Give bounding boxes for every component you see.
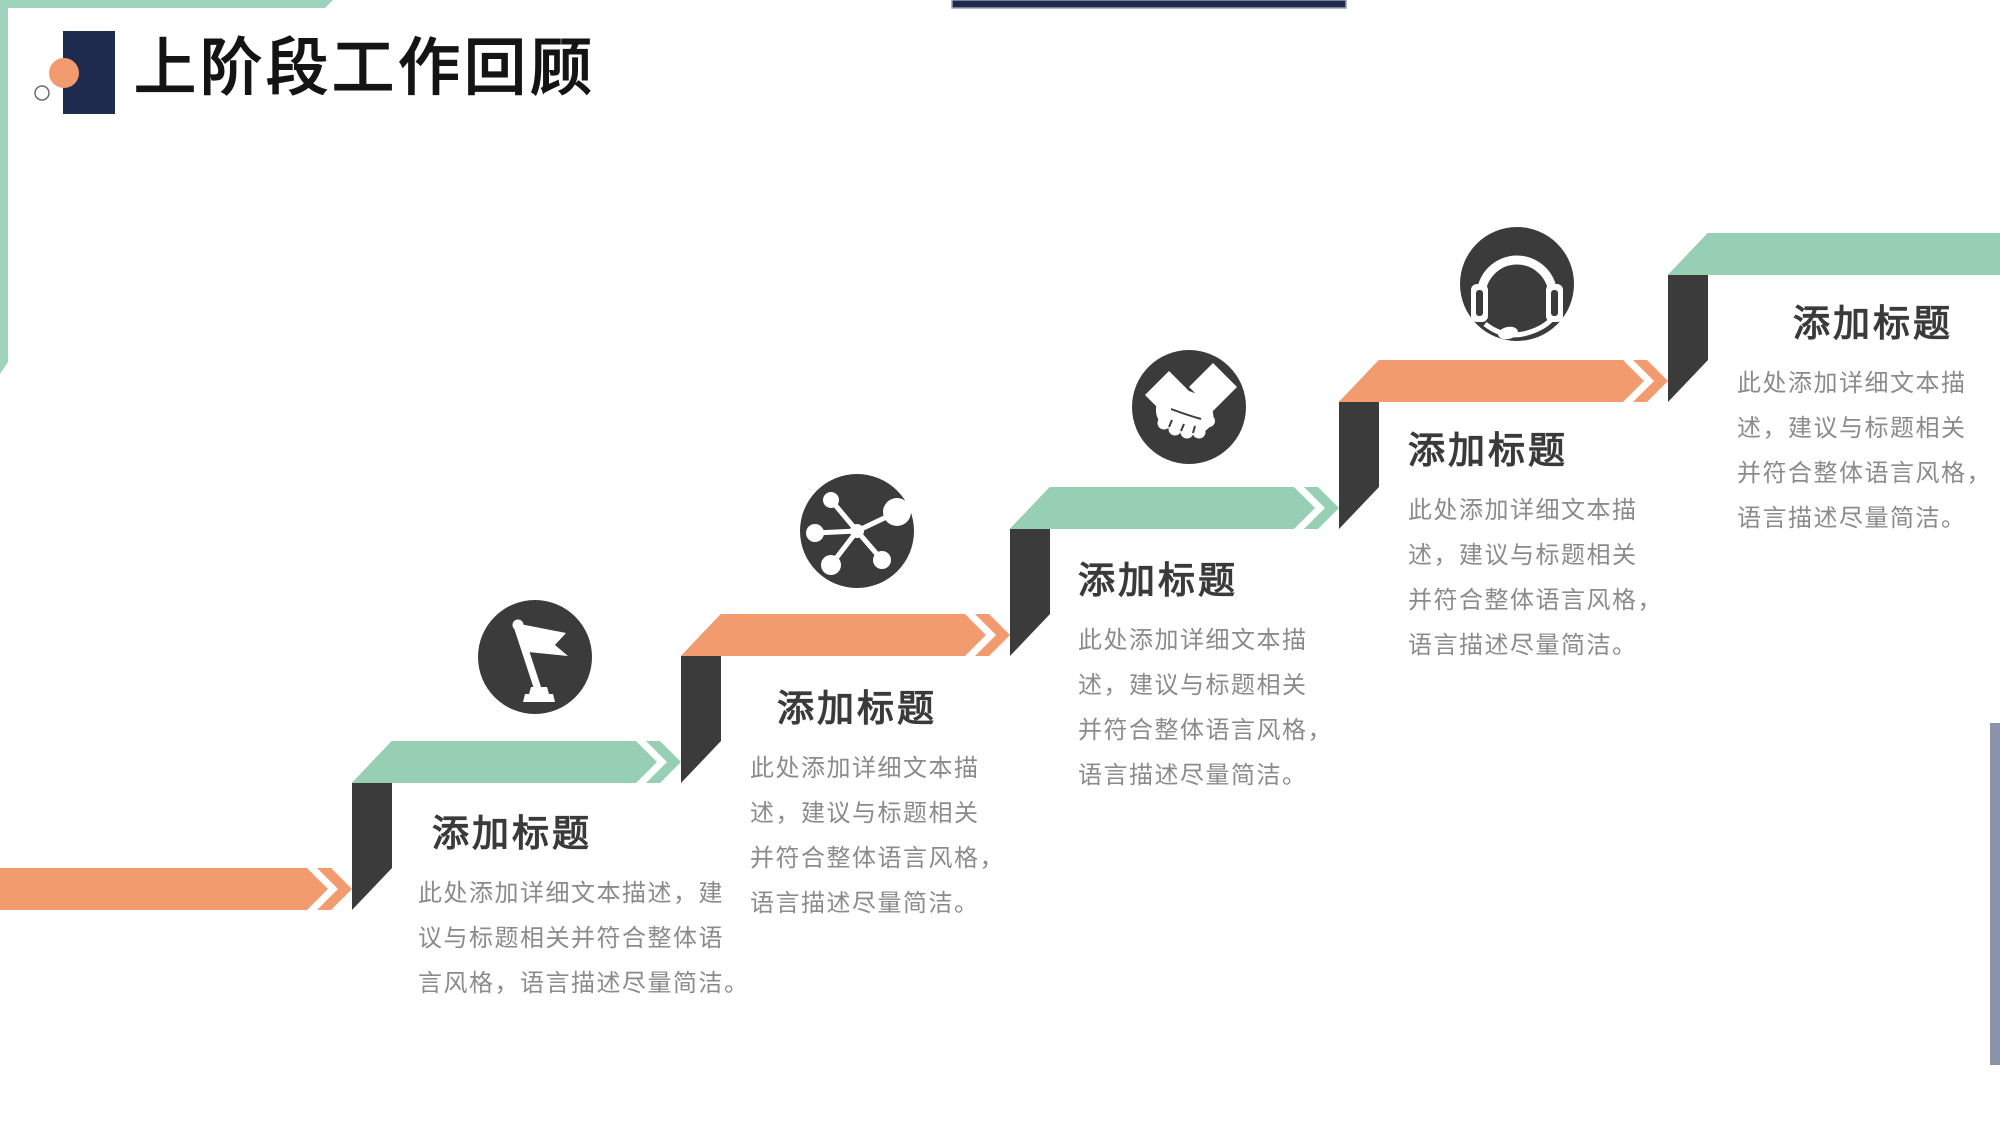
step-title: 添加标题 <box>1408 430 1568 471</box>
step-title: 添加标题 <box>432 813 592 854</box>
step-block-5: 添加标题 此处添加详细文本描 述，建议与标题相关 并符合整体语言风格， 语言描述… <box>1737 301 1992 541</box>
headset-icon <box>1460 227 1574 341</box>
step-riser-1 <box>352 741 392 910</box>
ribbon-arrow-4 <box>1304 487 1339 529</box>
step-block-1: 添加标题 此处添加详细文本描述，建 议与标题相关并符合整体语 言风格，语言描述尽… <box>418 811 750 1006</box>
step-body: 此处添加详细文本描 述，建议与标题相关 并符合整体语言风格， 语言描述尽量简洁。 <box>1078 627 1333 789</box>
step-ribbon-2 <box>352 741 657 783</box>
step-riser-2 <box>681 614 721 783</box>
step-body: 此处添加详细文本描述，建 议与标题相关并符合整体语 言风格，语言描述尽量简洁。 <box>418 880 750 997</box>
step-ribbon-4 <box>1010 487 1315 529</box>
step-body: 此处添加详细文本描 述，建议与标题相关 并符合整体语言风格， 语言描述尽量简洁。 <box>1408 497 1663 659</box>
ribbon-arrow-2 <box>646 741 681 783</box>
step-riser-4 <box>1339 360 1379 529</box>
top-navy-bar <box>951 0 1347 9</box>
step-ribbon-5 <box>1339 360 1644 402</box>
step-body: 此处添加详细文本描 述，建议与标题相关 并符合整体语言风格， 语言描述尽量简洁。 <box>1737 370 1992 532</box>
step-ribbon-6 <box>1668 233 2000 275</box>
title-outline-circle <box>34 85 50 101</box>
handshake-icon <box>1132 350 1246 464</box>
step-riser-5 <box>1668 233 1708 402</box>
step-body: 此处添加详细文本描 述，建议与标题相关 并符合整体语言风格， 语言描述尽量简洁。 <box>750 755 1005 917</box>
step-title: 添加标题 <box>1793 303 1953 344</box>
ribbon-arrow-5 <box>1633 360 1668 402</box>
step-ribbon-3 <box>681 614 986 656</box>
right-edge-bar <box>1990 723 2000 1065</box>
title-accent-dot <box>49 58 79 88</box>
step-block-3: 添加标题 此处添加详细文本描 述，建议与标题相关 并符合整体语言风格， 语言描述… <box>1078 558 1333 798</box>
step-block-4: 添加标题 此处添加详细文本描 述，建议与标题相关 并符合整体语言风格， 语言描述… <box>1408 428 1663 668</box>
page-title: 上阶段工作回顾 <box>134 34 597 103</box>
left-border-decor <box>0 0 8 374</box>
step-ribbon-1 <box>0 868 328 910</box>
flag-icon <box>478 600 592 714</box>
top-border-decor <box>0 0 333 8</box>
icon-circle <box>1460 227 1574 341</box>
step-riser-3 <box>1010 487 1050 656</box>
ribbon-arrow-3 <box>975 614 1010 656</box>
ribbon-arrow-1 <box>317 868 352 910</box>
icon-circle <box>478 600 592 714</box>
step-title: 添加标题 <box>777 688 937 729</box>
step-title: 添加标题 <box>1078 560 1238 601</box>
step-block-2: 添加标题 此处添加详细文本描 述，建议与标题相关 并符合整体语言风格， 语言描述… <box>750 686 1005 926</box>
network-icon <box>800 474 914 588</box>
